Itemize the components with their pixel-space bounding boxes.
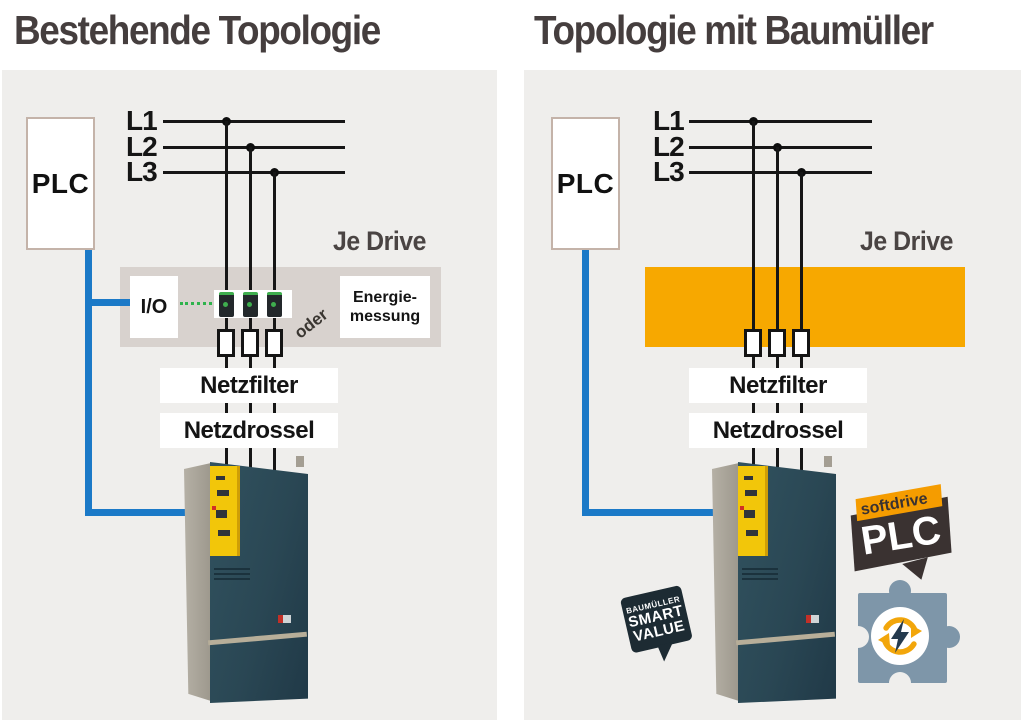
current-sensor-icon-2	[243, 292, 258, 317]
drive-side-panel	[184, 463, 211, 701]
plc-label-right: PLC	[556, 167, 615, 199]
badge-tail	[902, 557, 928, 580]
plc-bus-horizontal-left	[85, 509, 188, 516]
plc-box-right: PLC	[551, 117, 620, 250]
current-sensor-icon-3	[267, 292, 282, 317]
smart-value-tail	[657, 642, 677, 663]
lightning-bolt-icon	[891, 619, 909, 653]
drive-logo	[278, 615, 291, 623]
module-red-led	[212, 506, 216, 510]
drive-vents	[742, 568, 778, 581]
module-connector	[216, 510, 227, 518]
power-line-l3-right	[689, 171, 872, 174]
left-panel-title: Bestehende Topologie	[14, 7, 381, 53]
fuse-icon-2-left	[241, 329, 259, 357]
phase-label-l2-left: L2	[126, 131, 158, 162]
plc-bus-horizontal-right	[582, 509, 718, 516]
current-sensor-icon-1	[219, 292, 234, 317]
drive-controller-module	[738, 466, 768, 556]
drive-cabinet-left	[183, 455, 308, 703]
drop-line-3-right	[800, 172, 803, 477]
phase-label-l3-right: L3	[653, 156, 685, 187]
module-connector	[746, 530, 758, 536]
drive-vents	[214, 568, 250, 581]
softdrive-plc-badge: softdrive PLC	[850, 484, 952, 580]
phase-label-l3-left: L3	[126, 156, 158, 187]
fuse-icon-2-right	[768, 329, 786, 357]
netzdrossel-box-right: Netzdrossel	[689, 413, 867, 448]
plc-bus-io-branch	[92, 299, 130, 306]
netzfilter-box-right: Netzfilter	[689, 368, 867, 403]
energy-puzzle-icon	[847, 580, 960, 691]
netzdrossel-label-right: Netzdrossel	[712, 416, 844, 444]
phase-label-l2-right: L2	[653, 131, 685, 162]
module-red-led	[740, 506, 744, 510]
drop-line-2-right	[776, 147, 779, 472]
fuse-icon-3-left	[265, 329, 283, 357]
netzdrossel-label-left: Netzdrossel	[183, 416, 315, 444]
power-line-l3-left	[163, 171, 345, 174]
drop-line-3-left	[273, 172, 276, 477]
power-line-l1-left	[163, 120, 345, 123]
module-connector	[216, 476, 225, 480]
fuse-icon-1-left	[217, 329, 235, 357]
energiemessung-line2: messung	[349, 308, 421, 325]
plc-bus-vertical-right	[582, 250, 589, 516]
module-connector	[744, 476, 753, 480]
energiemessung-box: Energie- messung	[340, 276, 430, 338]
netzfilter-box-left: Netzfilter	[160, 368, 338, 403]
drive-cabinet-right	[711, 455, 836, 703]
module-connector	[217, 490, 229, 496]
je-drive-label-right: Je Drive	[860, 226, 953, 256]
drop-line-1-right	[752, 121, 755, 466]
drive-side-panel	[712, 463, 739, 701]
right-panel-title: Topologie mit Baumüller	[534, 7, 934, 53]
je-drive-label-left: Je Drive	[333, 226, 426, 256]
plc-label-left: PLC	[31, 167, 90, 199]
power-line-l1-right	[689, 120, 872, 123]
phase-label-l1-left: L1	[126, 105, 158, 136]
badge-orange-ribbon	[855, 484, 943, 522]
drive-logo	[806, 615, 819, 623]
netzfilter-label-left: Netzfilter	[200, 371, 298, 399]
module-connector	[744, 510, 755, 518]
netzfilter-label-right: Netzfilter	[729, 371, 827, 399]
module-connector	[745, 490, 757, 496]
smart-value-bubble: BAUMÜLLER SMART VALUE	[619, 584, 693, 654]
energiemessung-line1: Energie-	[352, 289, 417, 306]
drive-mounting-tab	[824, 456, 832, 467]
io-label: I/O	[140, 295, 168, 318]
drive-mounting-tab	[296, 456, 304, 467]
netzdrossel-box-left: Netzdrossel	[160, 413, 338, 448]
drive-controller-module	[210, 466, 240, 556]
module-connector	[218, 530, 230, 536]
io-box: I/O	[130, 276, 178, 338]
fuse-icon-1-right	[744, 329, 762, 357]
plc-bus-vertical-left	[85, 250, 92, 516]
phase-label-l1-right: L1	[653, 105, 685, 136]
plc-box-left: PLC	[26, 117, 95, 250]
fuse-icon-3-right	[792, 329, 810, 357]
cycle-arrow-bottom	[882, 638, 917, 655]
